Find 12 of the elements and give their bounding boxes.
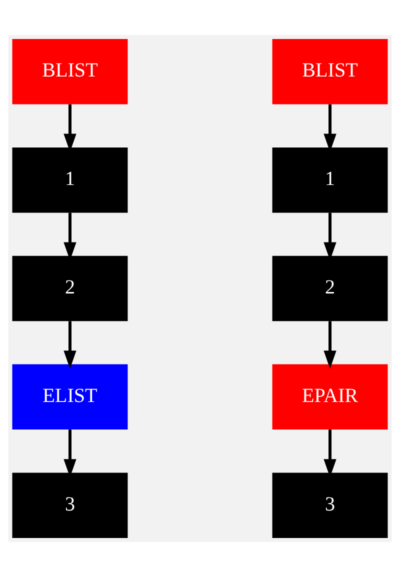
node-box: 2 <box>272 256 388 322</box>
node-box: 1 <box>12 147 128 213</box>
node-box: 2 <box>12 256 128 322</box>
node-box: 1 <box>272 147 388 213</box>
arrow <box>324 321 336 369</box>
node-box: EPAIR <box>272 364 388 430</box>
node-box: BLIST <box>12 39 128 104</box>
arrow <box>64 321 76 369</box>
node-box: 3 <box>272 472 388 538</box>
node-box: ELIST <box>12 364 128 430</box>
node-box: 3 <box>12 472 128 538</box>
node-box: BLIST <box>272 39 388 104</box>
